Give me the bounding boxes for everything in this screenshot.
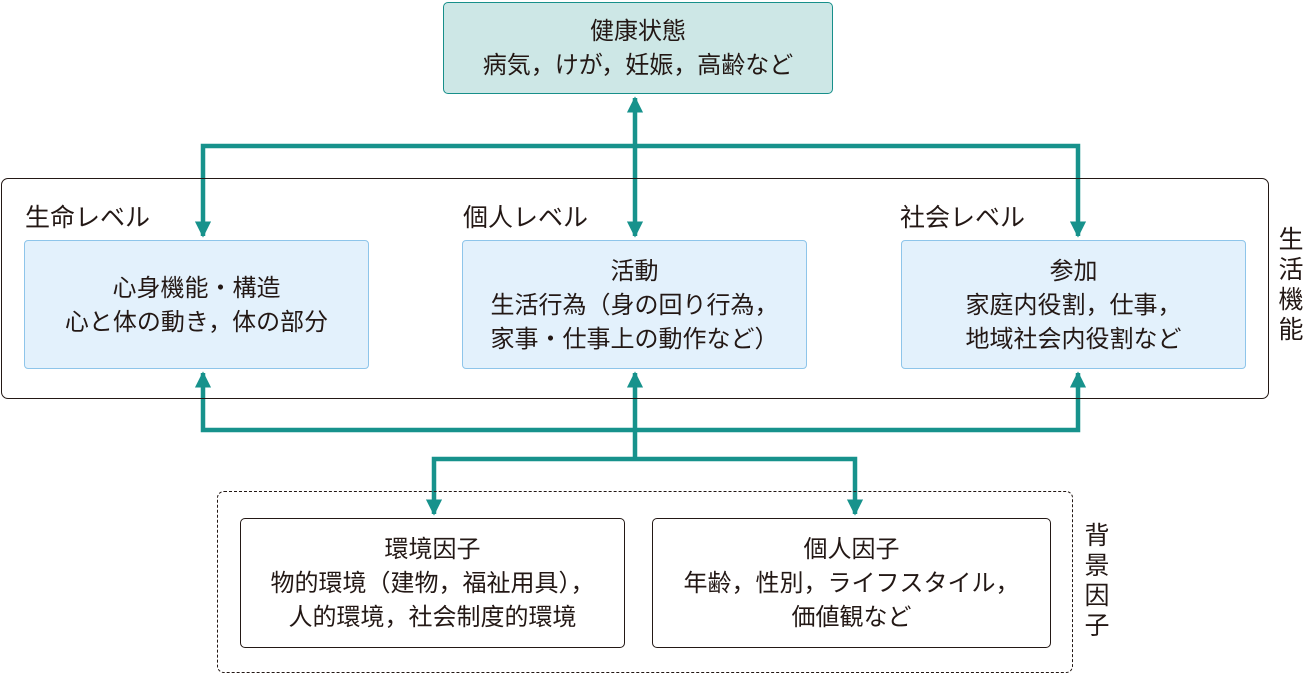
health-title: 健康状態: [590, 17, 686, 45]
side-label-char: 活: [1278, 255, 1304, 284]
arrow-bridge-to-participation: [635, 143, 1087, 238]
personal-line: 価値観など: [791, 603, 912, 631]
side-label-char: 機: [1278, 285, 1304, 314]
environmental-factors-box: 環境因子 物的環境（建物，福祉用具）， 人的環境，社会制度的環境: [240, 518, 625, 648]
side-label-char: 生: [1278, 225, 1304, 254]
side-label-char: 子: [1084, 611, 1110, 640]
health-condition-box: 健康状態 病気，けが，妊娠，高齢など: [443, 2, 833, 94]
environmental-line: 人的環境，社会制度的環境: [288, 603, 577, 631]
body-functions-line: 心と体の動き，体の部分: [64, 307, 329, 336]
arrow-factors-to-body: [194, 371, 635, 433]
activity-line: 生活行為（身の回り行為，: [490, 290, 779, 319]
participation-line: 地域社会内役割など: [965, 324, 1182, 353]
environmental-line: 物的環境（建物，福祉用具），: [270, 569, 595, 597]
participation-line: 家庭内役割，仕事，: [965, 290, 1182, 319]
background-factors-side-label: 背 景 因 子: [1082, 521, 1112, 641]
social-level-label: 社会レベル: [900, 203, 1026, 232]
biological-level-label: 生命レベル: [25, 203, 151, 232]
environmental-line: 環境因子: [384, 535, 481, 563]
personal-line: 年齢，性別，ライフスタイル，: [683, 569, 1020, 597]
personal-line: 個人因子: [803, 535, 900, 563]
arrow-bridge-to-body: [194, 143, 635, 238]
activity-line: 家事・仕事上の動作など）: [490, 324, 779, 353]
arrow-factors-to-participation: [635, 371, 1087, 433]
side-label-char: 景: [1084, 551, 1110, 580]
side-label-char: 能: [1278, 315, 1304, 344]
body-functions-line: 心身機能・構造: [112, 273, 281, 302]
life-functioning-side-label: 生 活 機 能: [1276, 225, 1306, 345]
individual-level-label: 個人レベル: [463, 203, 589, 232]
background-factors-frame: [217, 491, 1073, 673]
arrow-to-personal: [635, 456, 864, 516]
health-detail: 病気，けが，妊娠，高齢など: [482, 51, 794, 79]
participation-line: 参加: [1049, 256, 1098, 285]
activity-line: 活動: [610, 256, 659, 285]
activity-box: 活動 生活行為（身の回り行為， 家事・仕事上の動作など）: [462, 240, 807, 369]
side-label-char: 背: [1084, 521, 1110, 550]
participation-box: 参加 家庭内役割，仕事， 地域社会内役割など: [901, 240, 1246, 369]
arrow-to-environmental: [425, 456, 635, 516]
personal-factors-box: 個人因子 年齢，性別，ライフスタイル， 価値観など: [652, 518, 1051, 648]
body-functions-box: 心身機能・構造 心と体の動き，体の部分: [24, 240, 369, 369]
side-label-char: 因: [1084, 581, 1110, 610]
life-functioning-frame: [1, 178, 1269, 399]
